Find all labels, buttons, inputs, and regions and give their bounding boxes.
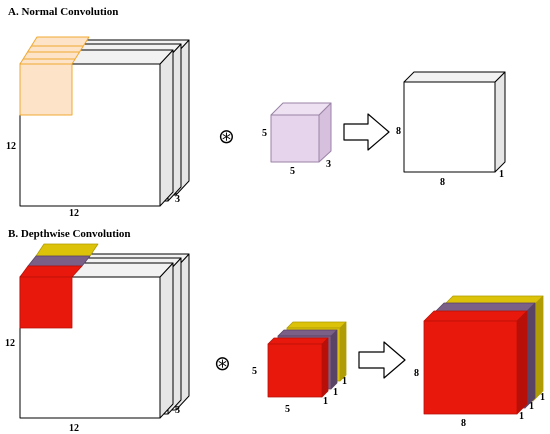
section-b-output-volume	[423, 295, 544, 415]
section-b-output-width-label: 8	[461, 418, 466, 429]
section-a-arrow-icon	[343, 113, 390, 151]
section-a-kernel	[270, 102, 332, 163]
section-a-output-volume	[403, 71, 506, 173]
section-a-title: A. Normal Convolution	[8, 6, 118, 18]
section-b-output-depth-label-3: 1	[540, 392, 545, 403]
section-b-title: B. Depthwise Convolution	[8, 228, 131, 240]
section-b-kernel-width-label: 5	[285, 404, 290, 415]
section-a-kernel-height-label: 5	[262, 128, 267, 139]
section-b-output-depth-label-2: 1	[529, 401, 534, 412]
section-b-kernel-depth-label-2: 1	[333, 387, 338, 398]
section-a-input-height-label: 12	[6, 141, 16, 152]
section-a-input-width-label: 12	[69, 208, 79, 219]
section-b-input-depth-label: 3	[175, 405, 180, 416]
section-a-kernel-depth-label: 3	[326, 159, 331, 170]
convolution-operator-icon: ⊛	[218, 124, 235, 148]
receptive-field-channels	[19, 243, 99, 329]
section-b-kernel-height-label: 5	[252, 366, 257, 377]
section-a-kernel-width-label: 5	[290, 166, 295, 177]
section-b-arrow-icon	[358, 341, 406, 379]
section-a-output-width-label: 8	[440, 177, 445, 188]
section-a-output-height-label: 8	[396, 126, 401, 137]
section-b-input-height-label: 12	[5, 338, 15, 349]
section-a-input-volume	[19, 36, 190, 207]
section-b-input-width-label: 12	[69, 423, 79, 434]
kernel-red	[267, 337, 329, 398]
receptive-field-highlight	[19, 36, 90, 116]
convolution-operator-icon: ⊛	[214, 351, 231, 375]
section-b-kernels	[267, 321, 347, 398]
section-a-output-depth-label: 1	[499, 169, 504, 180]
section-b-output-height-label: 8	[414, 368, 419, 379]
section-a-input-depth-label: 3	[175, 194, 180, 205]
section-b-input-volume	[19, 243, 190, 419]
section-b-kernel-depth-label-3: 1	[342, 376, 347, 387]
output-red	[423, 310, 528, 415]
section-b-kernel-depth-label-1: 1	[323, 396, 328, 407]
section-b-output-depth-label-1: 1	[519, 411, 524, 422]
